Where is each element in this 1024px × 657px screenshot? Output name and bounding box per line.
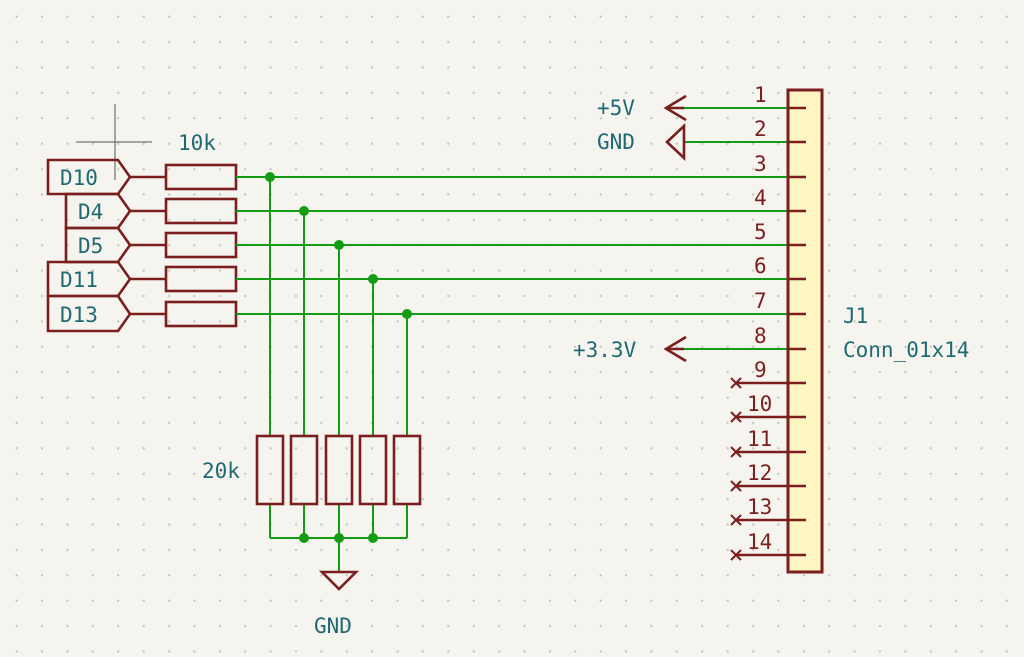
resistor-r2[interactable] bbox=[130, 197, 238, 225]
resistor-r4[interactable] bbox=[130, 265, 238, 293]
input-label-d13[interactable]: D13 bbox=[46, 294, 132, 333]
svg-text:4: 4 bbox=[754, 186, 767, 210]
cursor-crosshair-icon bbox=[76, 104, 152, 180]
input-label-d11[interactable]: D11 bbox=[46, 260, 132, 298]
resistor-r1[interactable] bbox=[130, 163, 238, 191]
svg-text:D13: D13 bbox=[60, 303, 98, 327]
signal-wires[interactable] bbox=[236, 107, 788, 572]
svg-text:3: 3 bbox=[754, 152, 767, 176]
connector-ref-label: J1 bbox=[843, 304, 868, 328]
resistor-r9[interactable] bbox=[358, 434, 388, 506]
resistor-r6[interactable] bbox=[255, 434, 285, 506]
gnd-bottom-symbol[interactable]: GND bbox=[314, 570, 360, 638]
resistor-r10[interactable] bbox=[392, 434, 422, 506]
svg-text:10: 10 bbox=[747, 392, 772, 416]
power-plus3v3-symbol[interactable]: +3.3V bbox=[573, 335, 687, 363]
svg-text:5: 5 bbox=[754, 220, 767, 244]
connector-pin-stubs bbox=[788, 106, 806, 557]
resistor-r5[interactable] bbox=[130, 300, 238, 328]
svg-text:9: 9 bbox=[754, 358, 767, 382]
svg-text:12: 12 bbox=[747, 461, 772, 485]
svg-text:D5: D5 bbox=[78, 234, 103, 258]
svg-text:GND: GND bbox=[597, 130, 635, 154]
connector-pin-numbers: 1 2 3 4 5 6 7 8 9 10 11 12 13 14 bbox=[747, 83, 772, 554]
svg-text:+5V: +5V bbox=[597, 96, 635, 120]
resistor-10k-label: 10k bbox=[178, 131, 216, 155]
svg-text:8: 8 bbox=[754, 324, 767, 348]
svg-text:6: 6 bbox=[754, 254, 767, 278]
connector-j1[interactable] bbox=[736, 88, 824, 574]
resistor-20k-label: 20k bbox=[202, 459, 240, 483]
svg-text:D4: D4 bbox=[78, 200, 103, 224]
svg-text:GND: GND bbox=[314, 614, 352, 638]
svg-text:D11: D11 bbox=[60, 268, 98, 292]
gnd-top-symbol[interactable]: GND bbox=[597, 122, 686, 162]
input-label-d4[interactable]: D4 bbox=[64, 192, 132, 230]
svg-text:2: 2 bbox=[754, 117, 767, 141]
junction-dots bbox=[265, 172, 412, 543]
no-connect-markers bbox=[730, 377, 742, 561]
svg-text:14: 14 bbox=[747, 530, 772, 554]
connector-value-label: Conn_01x14 bbox=[843, 338, 969, 362]
resistor-r7[interactable] bbox=[289, 434, 319, 506]
svg-text:13: 13 bbox=[747, 495, 772, 519]
svg-text:11: 11 bbox=[747, 427, 772, 451]
power-plus5v-symbol[interactable]: +5V bbox=[597, 94, 687, 122]
svg-text:D10: D10 bbox=[60, 166, 98, 190]
svg-text:+3.3V: +3.3V bbox=[573, 338, 637, 362]
input-label-d10[interactable]: D10 bbox=[46, 158, 132, 196]
input-label-d5[interactable]: D5 bbox=[64, 226, 132, 264]
svg-text:1: 1 bbox=[754, 83, 767, 107]
svg-text:7: 7 bbox=[754, 289, 767, 313]
unconnected-pin-leads bbox=[736, 381, 788, 557]
resistor-r8[interactable] bbox=[324, 434, 354, 506]
resistor-r3[interactable] bbox=[130, 231, 238, 259]
